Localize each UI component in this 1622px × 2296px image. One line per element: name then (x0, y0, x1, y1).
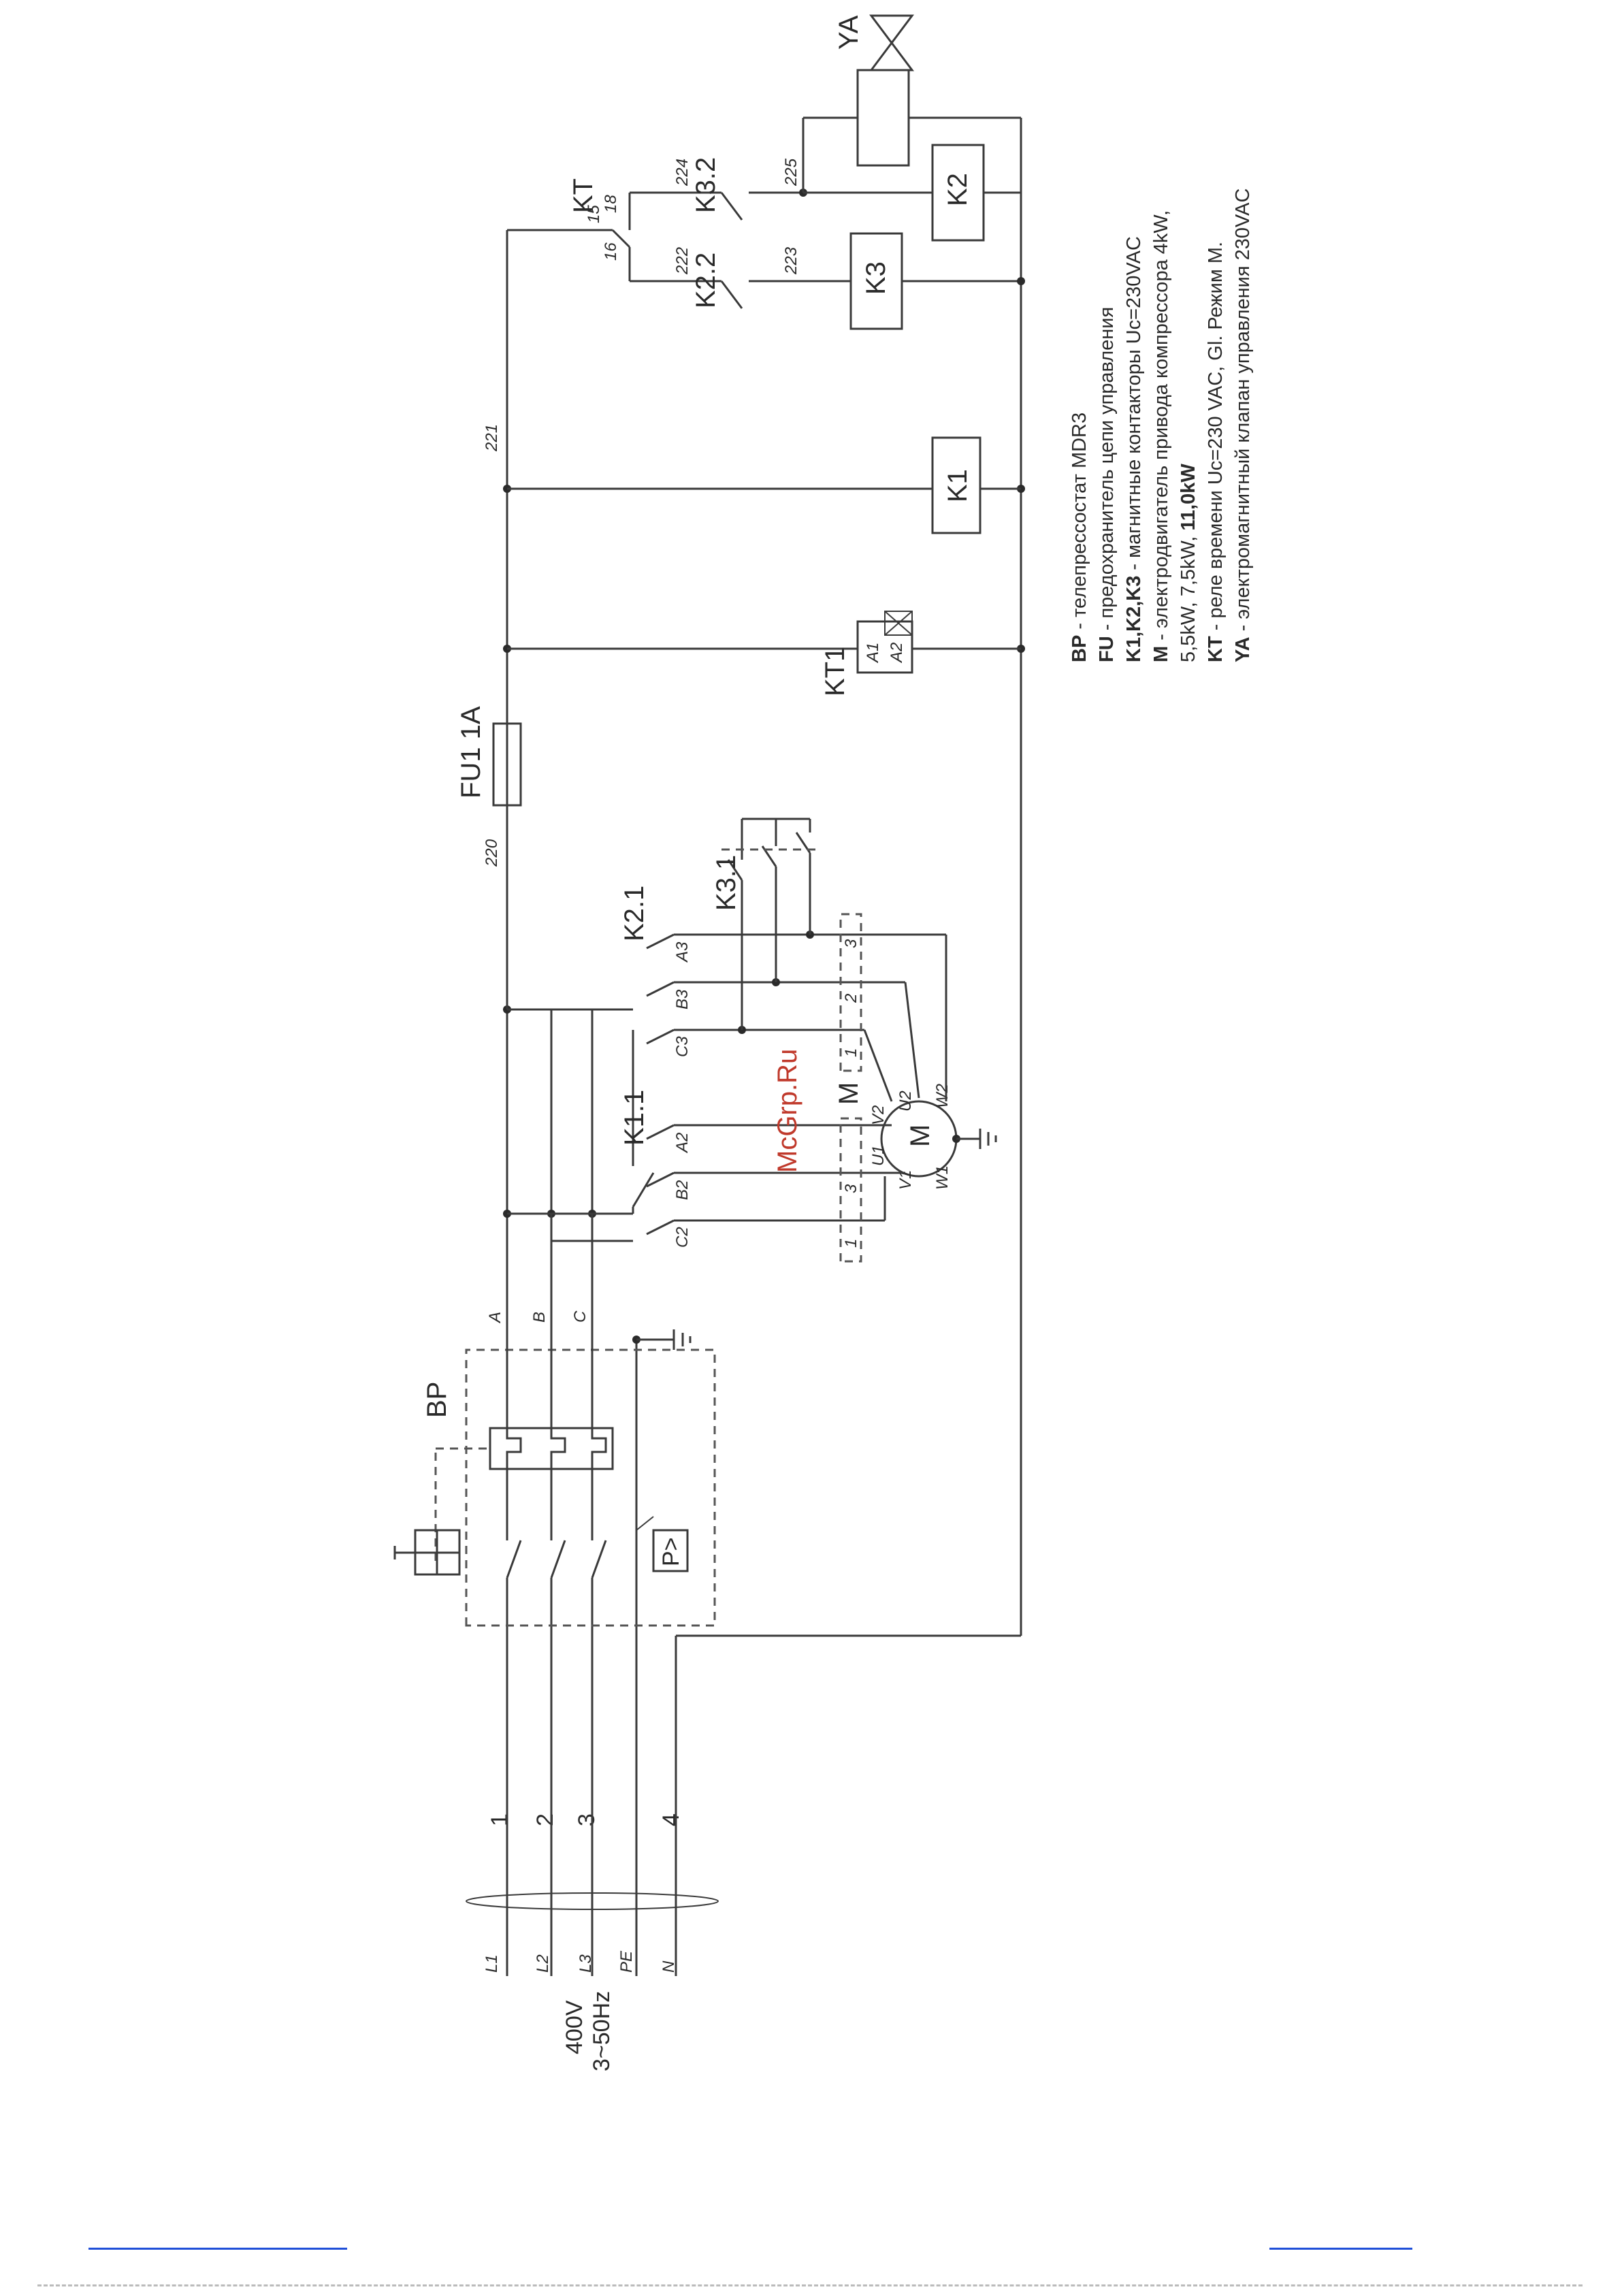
box1-n3: 3 (842, 1184, 860, 1193)
legend-line-m-power: 5,5kW, 7,5kW, 11,0kW (1178, 464, 1199, 662)
valve-label: YA (834, 15, 864, 50)
motor-term-u2: U2 (896, 1090, 915, 1112)
timer-a2: A2 (888, 643, 906, 664)
pressure-sensor-label: P> (658, 1537, 684, 1566)
coil-k3-label: K3 (861, 261, 891, 295)
timer-a1: A1 (864, 643, 882, 664)
k1-1-label: K1.1 (619, 1090, 649, 1146)
k2-term-c: C3 (673, 1036, 692, 1057)
pressure-switch-bp: BP P> (393, 1348, 716, 1627)
timer-label: KT1 (820, 647, 850, 696)
contactor-k1-1: K1.1 A2 B2 C2 (503, 1030, 885, 1255)
terminal-l1: L1 (483, 1954, 501, 1973)
kt-term-18: 18 (602, 195, 620, 213)
motor-symbol: M (905, 1125, 935, 1147)
motor-term-w2: W2 (933, 1084, 952, 1108)
box2-n2: 2 (842, 994, 860, 1003)
motor-term-w1: W1 (933, 1165, 952, 1190)
wire-225: 225 (782, 158, 800, 187)
line-number-3: 3 (574, 1813, 600, 1826)
k2-term-b: B3 (673, 989, 692, 1009)
footer-link-right[interactable] (1269, 2248, 1412, 2250)
k3-2-label: K3.2 (691, 157, 721, 213)
fuse-label: FU1 1A (456, 706, 486, 798)
legend-line-kt: KT - реле времени Uc=230 VAC, Gl. Режим … (1205, 242, 1227, 662)
footer-link-left[interactable] (88, 2248, 347, 2250)
motor-term-v2: V2 (869, 1105, 888, 1125)
wire-222: 222 (673, 247, 692, 275)
motor-label: M (834, 1082, 864, 1105)
box2-n3: 3 (842, 939, 860, 948)
coil-k1-label: K1 (943, 469, 973, 502)
page-bottom-rule (37, 2284, 1583, 2286)
contactor-k3-1: K3.1 (711, 818, 817, 1034)
terminal-n: N (660, 1960, 678, 1973)
terminal-pe: PE (617, 1950, 636, 1973)
phase-a-label: A (486, 1312, 504, 1324)
kt-label: KT (568, 178, 598, 213)
legend-line-fu: FU - предохранитель цепи управления (1096, 307, 1118, 662)
kt-term-15: 15 (585, 205, 603, 223)
k1-term-a: A2 (673, 1133, 692, 1154)
terminal-l2: L2 (534, 1954, 552, 1973)
coil-k1: K1 (503, 436, 1025, 534)
wire-224: 224 (673, 159, 692, 187)
coil-k2-label: K2 (943, 173, 973, 206)
k3-1-label: K3.1 (711, 855, 741, 911)
k1-term-b: B2 (673, 1180, 692, 1200)
wire-223: 223 (782, 246, 800, 275)
line-number-1: 1 (487, 1813, 513, 1826)
legend-line-k: K1,K2,K3 - магнитные контакторы Uc=230VA… (1123, 236, 1145, 662)
supply-frequency: 3~50Hz (589, 1991, 615, 2071)
legend: BP - телепрессостат MDR3 FU - предохрани… (1069, 189, 1254, 662)
k2-2-label: K2.2 (691, 253, 721, 308)
pressure-switch-label: BP (422, 1382, 452, 1418)
k1-term-c: C2 (673, 1227, 692, 1248)
box2-n1: 1 (842, 1048, 860, 1057)
phase-b-label: B (530, 1312, 549, 1323)
k2-term-a: A3 (673, 941, 692, 963)
fuse-fu1: FU1 1A 220 221 (456, 424, 522, 867)
legend-line-bp: BP - телепрессостат MDR3 (1069, 413, 1090, 662)
legend-line-m: M - электродвигатель привода компрессора… (1150, 210, 1172, 662)
k2-1-label: K2.1 (619, 886, 649, 941)
control-contacts: KT 15 16 18 K2.2 222 223 K3 K3.2 224 225 (507, 14, 1025, 330)
supply-voltage: 400V (562, 2000, 587, 2054)
supply-terminals: L1 L2 L3 PE N 400V 3~50Hz (466, 1892, 719, 2071)
phase-c-label: C (571, 1310, 589, 1323)
line-number-4: 4 (658, 1813, 684, 1826)
legend-line-ya: YA - электромагнитный клапан управления … (1232, 189, 1254, 662)
motor: M M U1 V1 W1 U2 V2 W2 1 3 1 2 3 (834, 913, 997, 1263)
motor-term-u1: U1 (869, 1145, 888, 1166)
watermark: McGrp.Ru (773, 1049, 802, 1173)
line-number-2: 2 (532, 1813, 558, 1826)
wire-221: 221 (483, 424, 501, 452)
wire-220: 220 (483, 839, 501, 867)
timer-kt1: KT1 A1 A2 (503, 611, 1025, 696)
box1-n1: 1 (842, 1239, 860, 1248)
kt-term-16: 16 (602, 242, 620, 261)
